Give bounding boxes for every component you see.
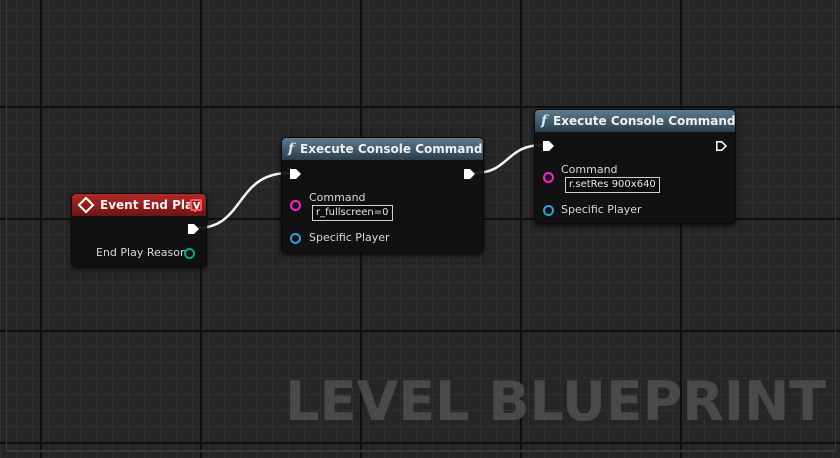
specific-player-pin-icon[interactable] — [290, 233, 301, 244]
exec-wire-1[interactable] — [196, 171, 290, 230]
event-diamond-icon — [77, 196, 95, 214]
command-pin-icon[interactable] — [543, 172, 554, 183]
function-icon: f — [288, 141, 295, 157]
end-play-reason-label: End Play Reason — [96, 246, 187, 259]
execute-console-command-node-2[interactable]: f Execute Console Command Command r.setR… — [534, 109, 736, 224]
command-label: Command — [309, 191, 366, 204]
command-input[interactable]: r.setRes 900x640 — [565, 177, 660, 193]
exec-output-pin-icon[interactable] — [716, 141, 727, 151]
execute-console-command-header-2[interactable]: f Execute Console Command — [535, 110, 736, 132]
command-input[interactable]: r_fullscreen=0 — [312, 205, 393, 221]
specific-player-label: Specific Player — [309, 231, 390, 244]
execute-console-command-title-2: Execute Console Command — [553, 114, 736, 128]
function-icon: f — [541, 113, 548, 129]
event-end-play-header[interactable]: Event End Play — [72, 194, 206, 216]
exec-output-pin-icon[interactable] — [464, 169, 475, 179]
delegate-pin-icon[interactable] — [190, 199, 202, 211]
level-blueprint-watermark: LEVEL BLUEPRINT — [285, 370, 826, 433]
event-end-play-node[interactable]: Event End Play End Play Reason — [71, 193, 207, 267]
command-label: Command — [561, 163, 618, 176]
exec-input-pin-icon[interactable] — [543, 141, 554, 151]
execute-console-command-header-1[interactable]: f Execute Console Command — [282, 138, 483, 160]
end-play-reason-pin-icon[interactable] — [184, 248, 195, 259]
exec-input-pin-icon[interactable] — [290, 169, 301, 179]
exec-wire-2[interactable] — [473, 143, 544, 175]
exec-output-pin-icon[interactable] — [188, 224, 199, 234]
command-pin-icon[interactable] — [290, 200, 301, 211]
execute-console-command-title-1: Execute Console Command — [300, 142, 483, 156]
specific-player-label: Specific Player — [561, 203, 642, 216]
event-end-play-title: Event End Play — [100, 198, 201, 212]
specific-player-pin-icon[interactable] — [543, 205, 554, 216]
execute-console-command-node-1[interactable]: f Execute Console Command Command r_full… — [281, 137, 484, 253]
